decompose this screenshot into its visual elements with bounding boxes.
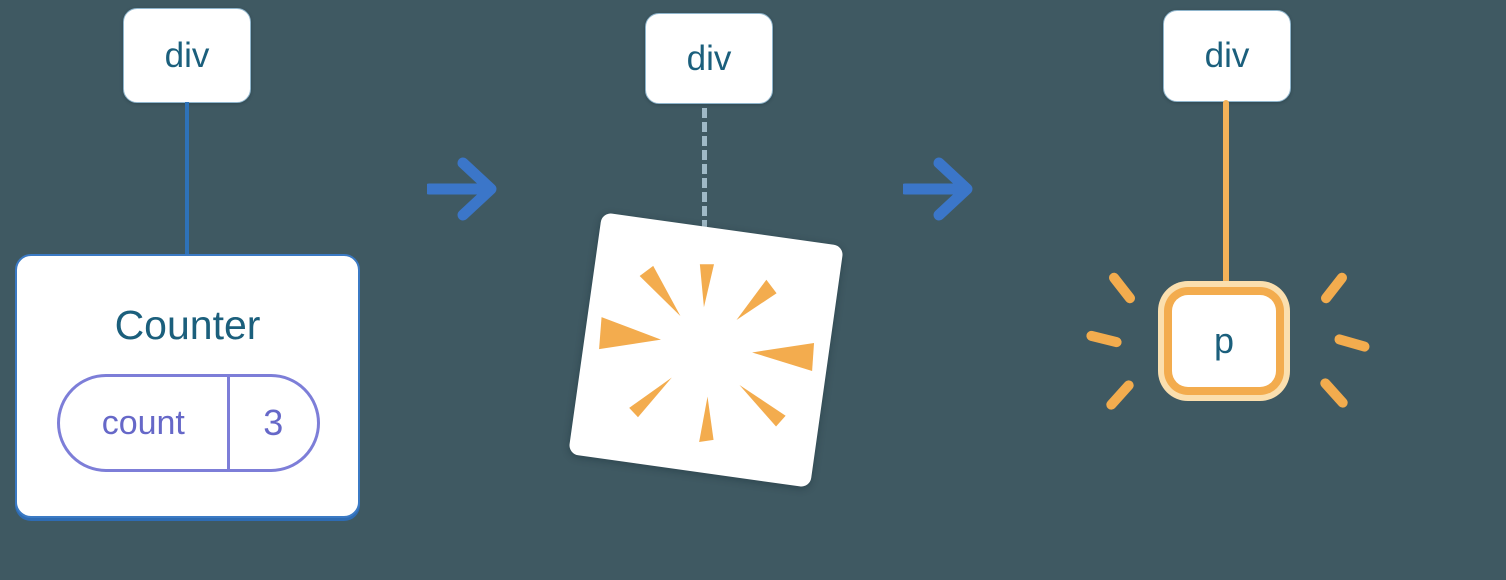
arrow-right-svg xyxy=(423,157,497,221)
state-pill: count 3 xyxy=(57,374,320,472)
div-node-after-label: div xyxy=(1204,36,1250,75)
state-value-label: 3 xyxy=(263,402,284,443)
div-node-during-label: div xyxy=(686,38,732,78)
p-node: p xyxy=(1172,295,1276,387)
counter-component-card: Counter count 3 xyxy=(15,254,360,518)
tree-edge-solid-blue xyxy=(185,102,189,255)
arrow-right-icon xyxy=(899,156,979,222)
div-node-during: div xyxy=(645,13,773,104)
poof-burst-svg xyxy=(599,264,815,442)
component-name-label: Counter xyxy=(114,302,261,348)
p-node-highlight-ring: p xyxy=(1158,281,1290,401)
poof-burst-icon xyxy=(568,212,844,488)
sparkle-icon xyxy=(1333,333,1371,353)
arrow-right-icon xyxy=(423,156,503,222)
p-node-ring: p xyxy=(1164,287,1284,395)
div-node-before: div xyxy=(123,8,251,103)
p-node-label: p xyxy=(1213,320,1235,361)
tree-edge-amber xyxy=(1223,100,1229,290)
arrow-right-svg xyxy=(899,157,973,221)
sparkle-icon xyxy=(1104,378,1136,412)
sparkle-icon xyxy=(1318,376,1350,410)
div-node-before-label: div xyxy=(164,35,210,75)
sparkle-icon xyxy=(1318,270,1350,306)
sparkle-icon xyxy=(1106,270,1138,306)
sparkle-icon xyxy=(1085,329,1123,349)
tree-edge-dashed xyxy=(702,108,707,230)
div-node-after: div xyxy=(1163,10,1291,102)
state-key-label: count xyxy=(60,377,230,469)
